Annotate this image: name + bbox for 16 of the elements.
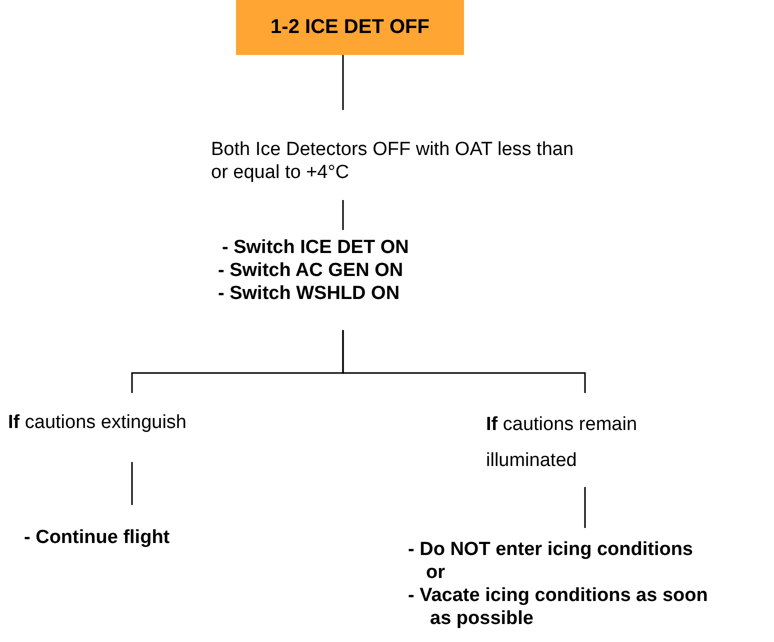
action-step: - Switch WSHLD ON	[214, 282, 400, 305]
connector-line	[342, 55, 344, 110]
action-step: - Switch AC GEN ON	[214, 259, 404, 282]
connector-line	[342, 330, 586, 393]
title-banner: 1-2 ICE DET OFF	[236, 0, 464, 55]
action-step: or	[408, 561, 445, 584]
action-step: - Do NOT enter icing conditions	[408, 538, 693, 561]
action-step: - Continue flight	[24, 526, 170, 549]
condition-text: Both Ice Detectors OFF with OAT less than or equal to +4°C	[211, 138, 575, 184]
action-step: - Switch ICE DET ON	[214, 236, 409, 259]
action-step: - Vacate icing conditions as soon as possible	[408, 584, 720, 630]
connector-line	[342, 200, 344, 230]
condition-text: If cautions extinguish	[8, 411, 186, 434]
connector-line	[131, 462, 133, 505]
condition-text: If cautions remain illuminated	[486, 413, 638, 473]
connector-line	[584, 487, 586, 528]
